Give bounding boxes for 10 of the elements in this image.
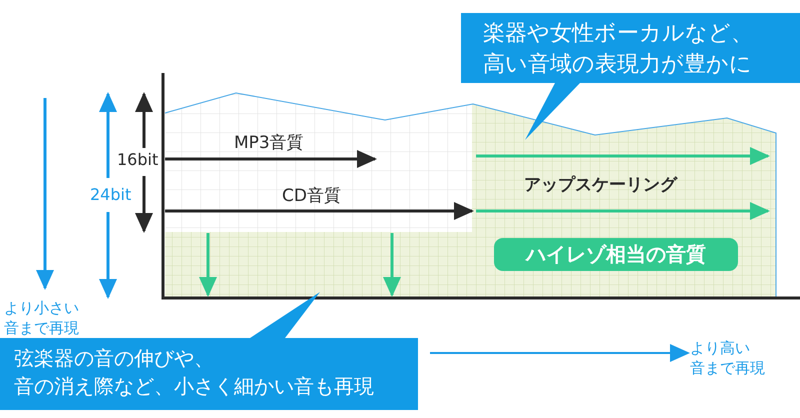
- callout-text: 弦楽器の音の伸びや、音の消え際など、小さく細かい音も再現: [14, 345, 375, 400]
- axis-note: より小さい音まで再現: [4, 298, 80, 338]
- axis-note: より高い音まで再現: [690, 338, 766, 378]
- arrow-label: MP3音質: [234, 132, 304, 154]
- speech-callout: [0, 292, 418, 410]
- arrow-label: CD音質: [282, 185, 341, 207]
- speech-callout: [461, 13, 800, 140]
- quality-badge: ハイレゾ相当の音質: [494, 238, 738, 271]
- arrow-label: アップスケーリング: [524, 174, 677, 196]
- callout-text: 楽器や女性ボーカルなど、高い音域の表現力が豊かに: [483, 20, 754, 79]
